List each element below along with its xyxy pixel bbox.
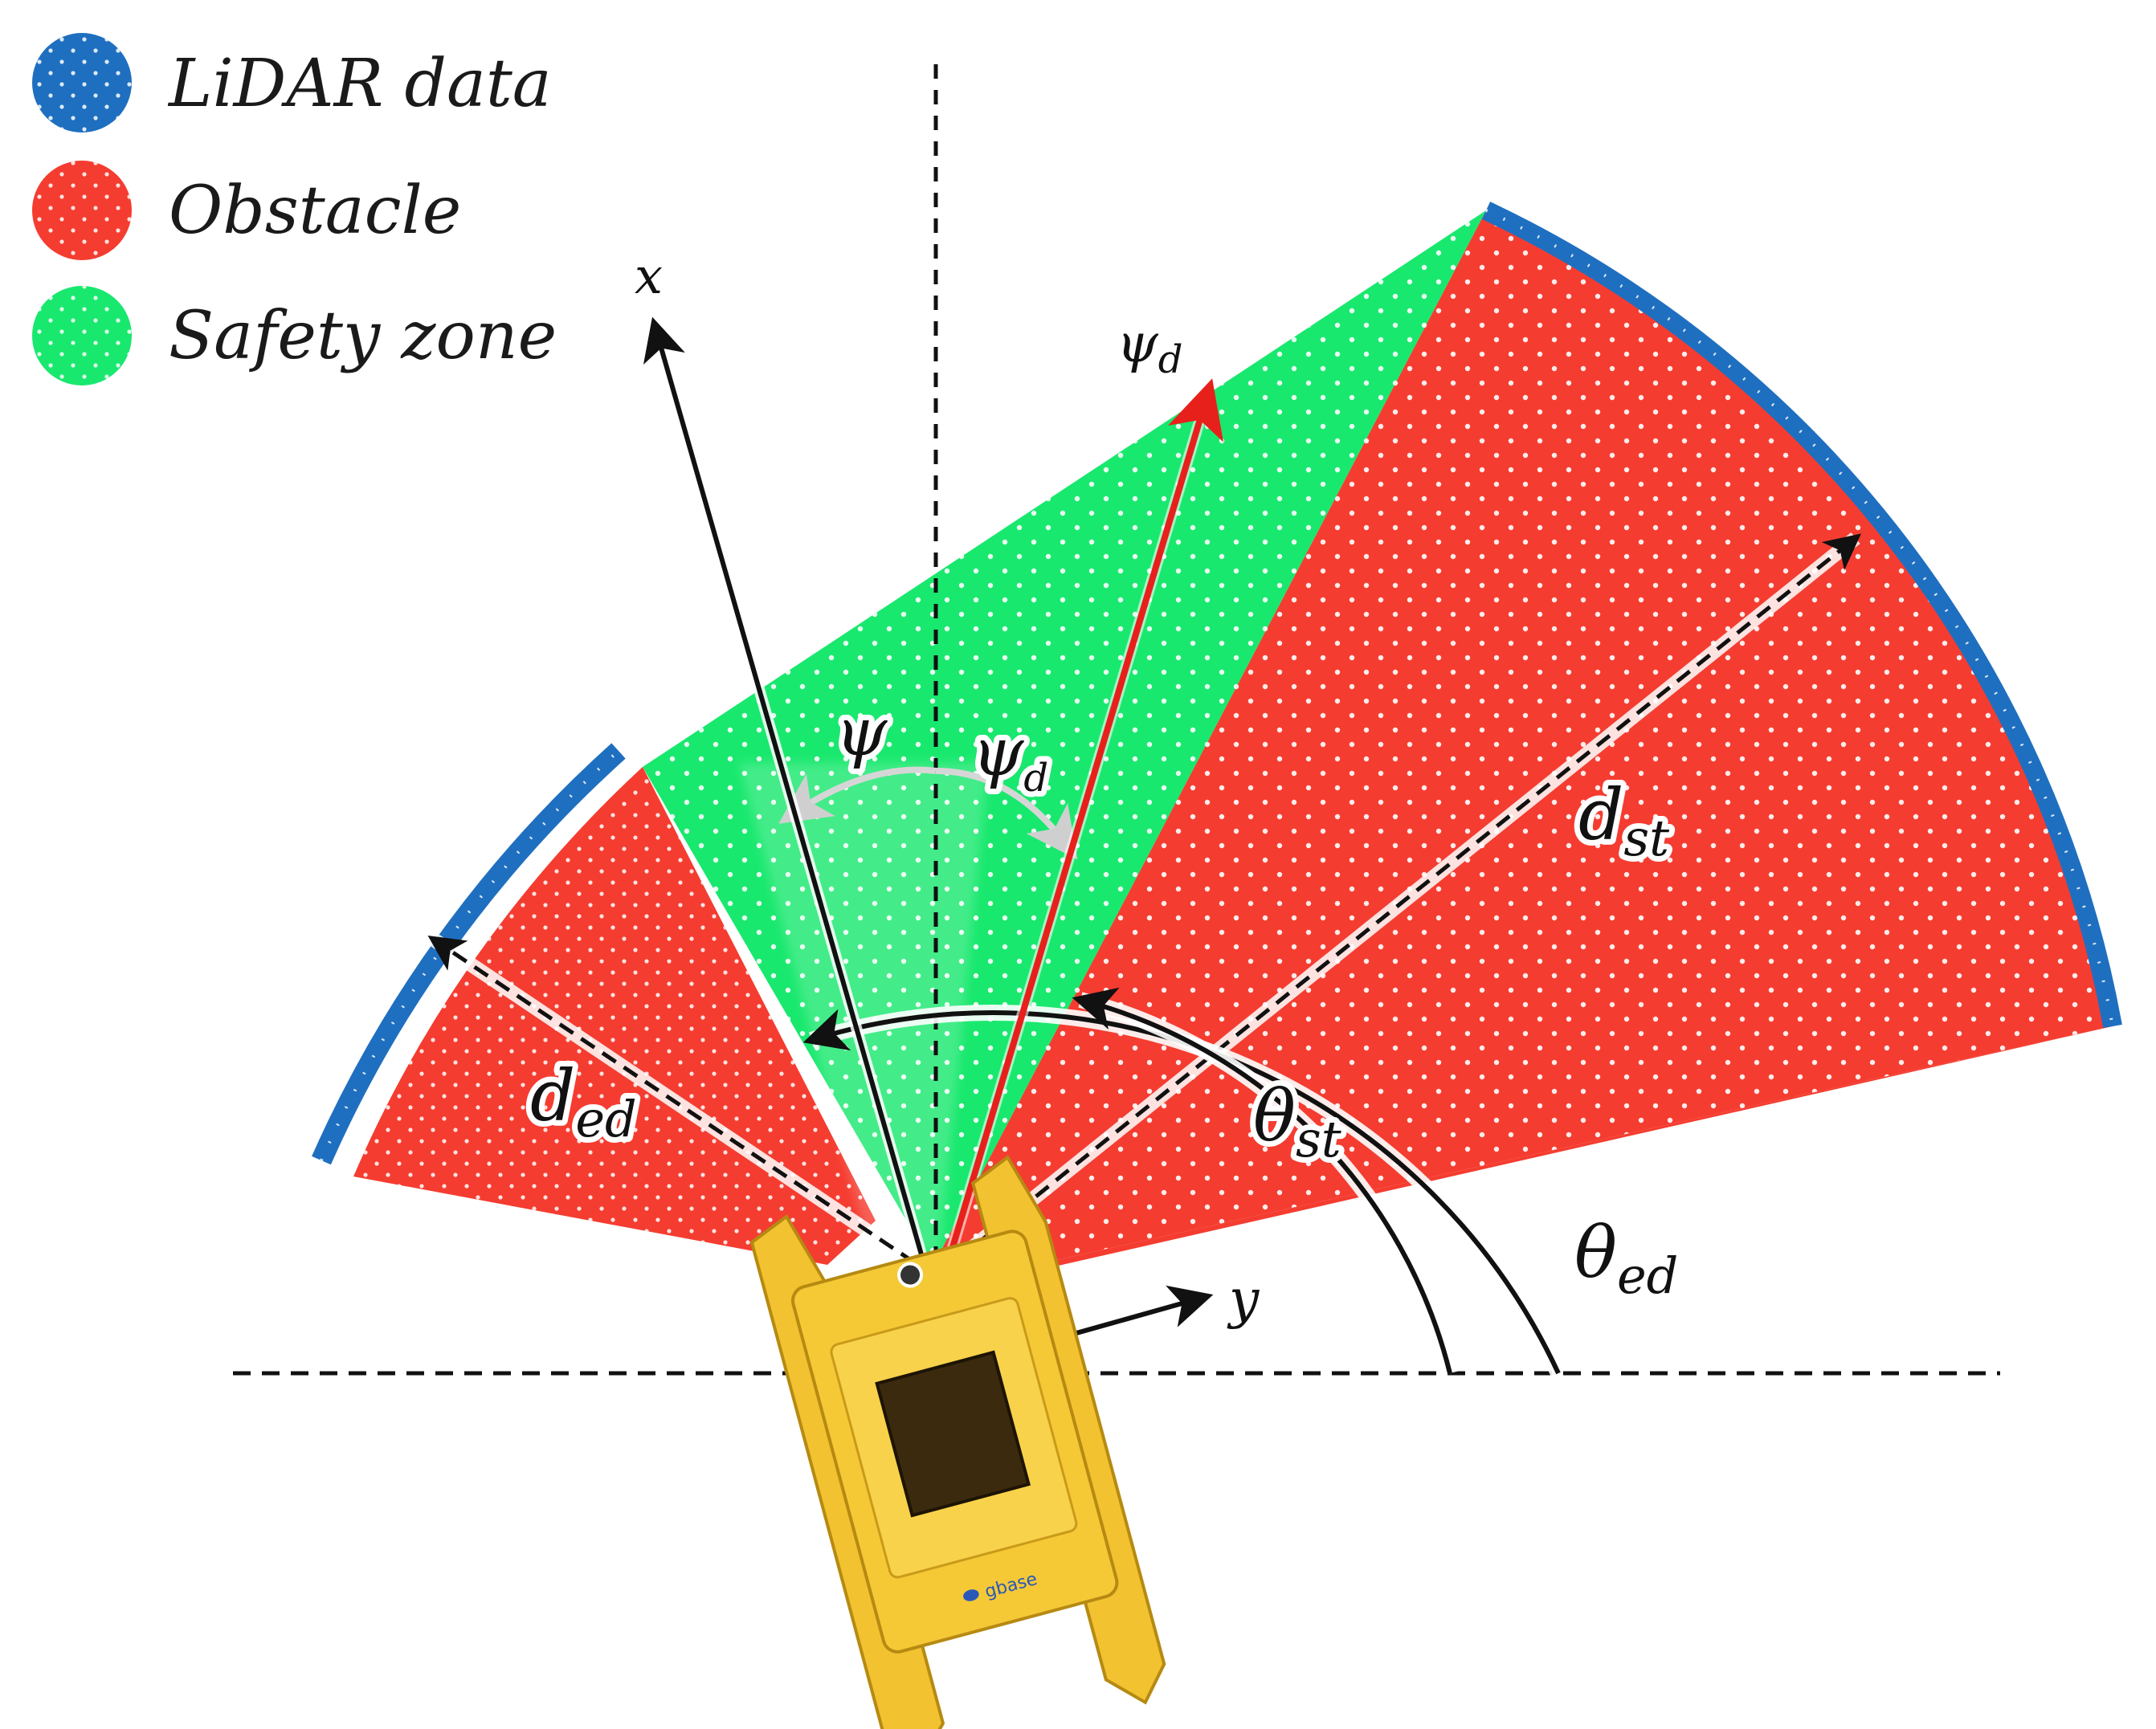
legend-item-safety: Safety zone	[32, 286, 557, 385]
psi-d-label: ψd	[972, 715, 1048, 801]
legend-label-obstacle: Obstacle	[169, 173, 461, 249]
reference-axes	[233, 64, 2000, 1376]
legend-swatch-obstacle-dots	[32, 161, 132, 260]
x-axis-arrow	[643, 316, 930, 1278]
usv-boat: gbase	[749, 1155, 1166, 1729]
legend-label-safety: Safety zone	[169, 298, 557, 374]
d-ed-arrow	[427, 935, 937, 1279]
theta-ed-arc	[802, 1009, 1561, 1375]
theta-st-arc	[1072, 987, 1452, 1374]
legend-label-lidar: LiDAR data	[167, 46, 552, 122]
obstacle-sector-right-dots	[940, 210, 2113, 1285]
boat-screen	[875, 1350, 1031, 1518]
x-axis-label: x	[635, 247, 663, 305]
boat-brand-logo-icon	[963, 1589, 979, 1601]
d-st-label: dst	[1578, 773, 1669, 867]
beam-glow	[739, 763, 988, 1253]
legend-swatch-safety-dots	[32, 286, 132, 385]
lidar-arc-right-dots	[1485, 209, 2114, 1027]
psi-arc	[778, 766, 937, 824]
y-axis-label: y	[1227, 1268, 1260, 1330]
lidar-sensor-icon	[897, 1262, 924, 1288]
legend: LiDAR data Obstacle Safety zone	[32, 33, 557, 385]
heading-arrows	[643, 316, 1224, 1335]
obstacle-sector-lower	[944, 1026, 2113, 1285]
legend-item-lidar: LiDAR data	[32, 33, 552, 133]
psi-d-heading-label: ψd	[1117, 312, 1183, 382]
y-axis-arrow	[1076, 1285, 1214, 1335]
desired-heading-arrow	[941, 378, 1224, 1278]
legend-item-obstacle: Obstacle	[32, 161, 461, 260]
math-labels: x y ψd ψ ψd dst ded θst θed	[525, 247, 1678, 1330]
psi-label: ψ	[835, 695, 888, 771]
distance-arrows	[427, 532, 1862, 1283]
d-st-arrow	[934, 533, 1862, 1278]
legend-swatch-lidar-dots	[32, 33, 132, 133]
psi-d-arc	[935, 768, 1078, 860]
d-ed-label: ded	[530, 1054, 637, 1148]
theta-ed-label: θed	[1574, 1211, 1678, 1305]
theta-st-label: θst	[1253, 1075, 1341, 1168]
angle-arcs	[778, 766, 1566, 1377]
